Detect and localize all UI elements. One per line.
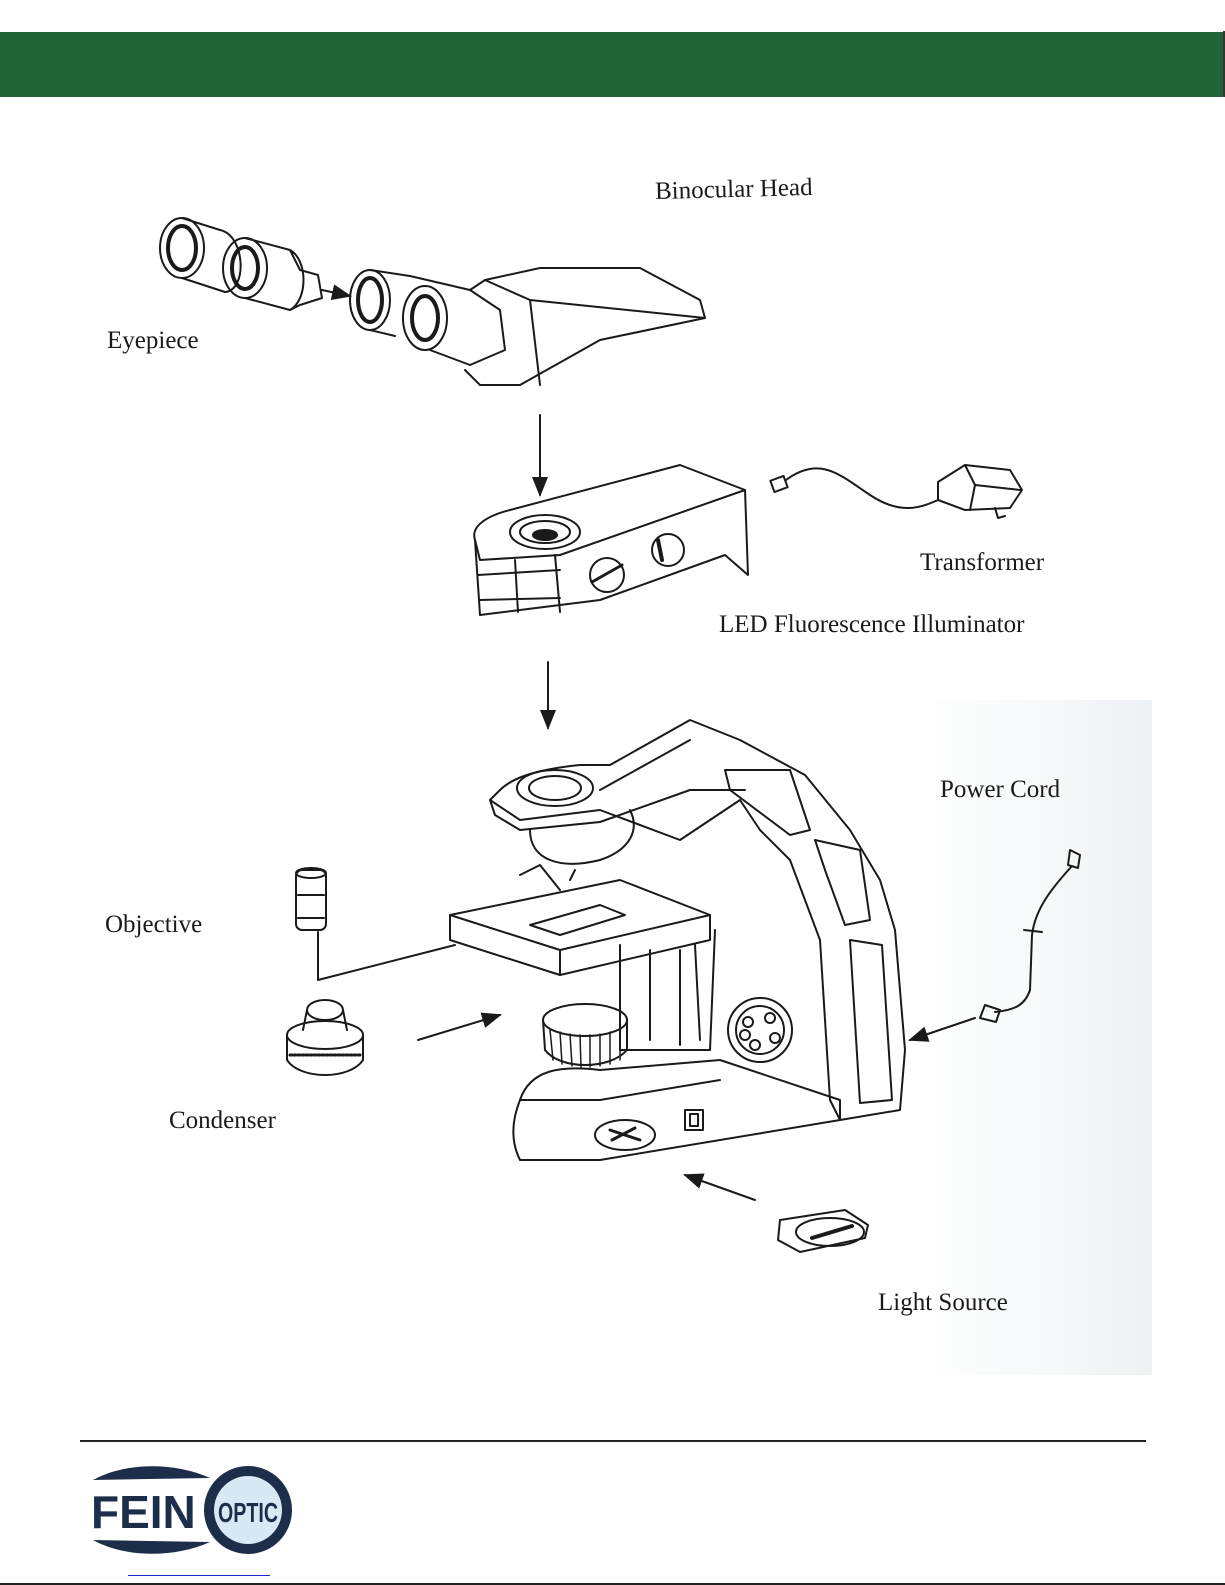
logo-optic-text: OPTIC (218, 1497, 278, 1528)
label-led-illuminator: LED Fluorescence Illuminator (719, 611, 1024, 639)
footer-divider (80, 1440, 1146, 1442)
feinoptic-logo[interactable]: FEIN OPTIC (85, 1460, 305, 1560)
eyepiece-drawing (160, 218, 350, 310)
power-cord-drawing (910, 850, 1080, 1040)
transformer-drawing (770, 465, 1022, 518)
label-binocular-head: Binocular Head (655, 174, 813, 206)
label-objective: Objective (105, 911, 202, 939)
microscope-diagram (0, 0, 1225, 1400)
microscope-body-drawing (450, 720, 905, 1160)
label-transformer: Transformer (920, 549, 1044, 577)
footer-link-underline[interactable] (128, 1575, 270, 1576)
objective-drawing (296, 868, 455, 980)
condenser-drawing (287, 1000, 500, 1075)
light-source-drawing (685, 1175, 868, 1252)
logo-top-arc (93, 1466, 210, 1480)
logo-fein-text: FEIN (91, 1486, 196, 1538)
label-condenser: Condenser (169, 1107, 276, 1135)
binocular-head-drawing (350, 268, 705, 385)
led-illuminator-drawing (474, 465, 748, 615)
label-light-source: Light Source (878, 1289, 1008, 1317)
logo-bottom-arc (93, 1540, 210, 1554)
label-power-cord: Power Cord (940, 776, 1060, 804)
label-eyepiece: Eyepiece (107, 327, 199, 355)
